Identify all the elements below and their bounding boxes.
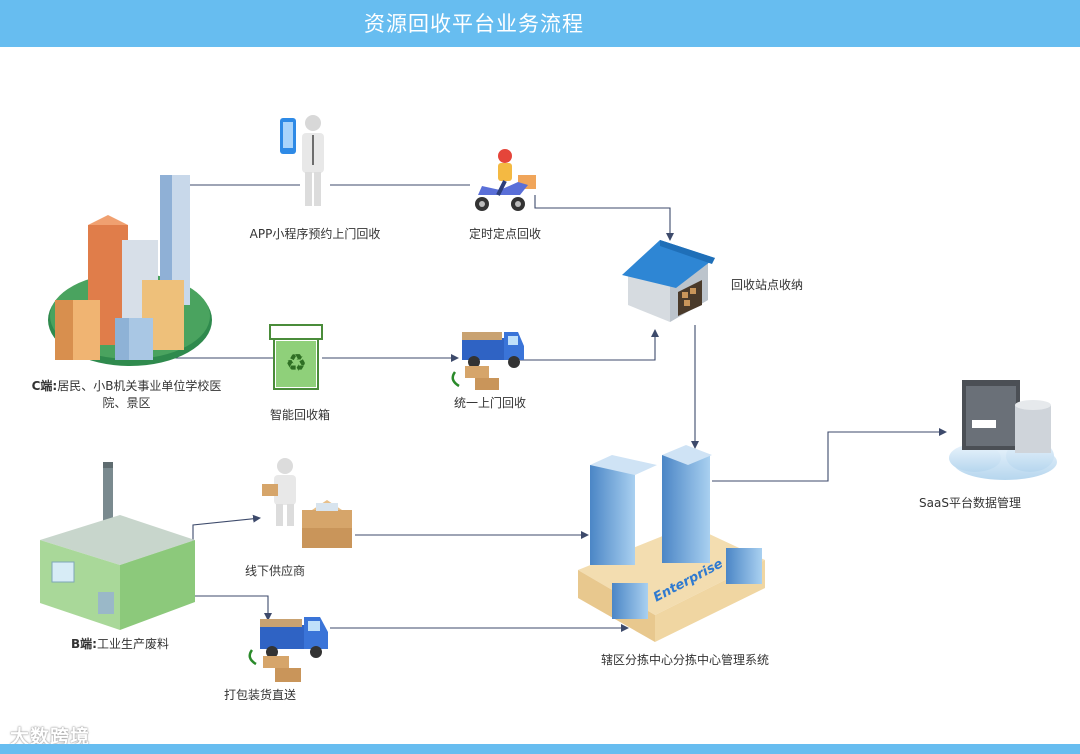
b-end-prefix: B端: (71, 637, 97, 651)
connector-center-to-saas (712, 428, 947, 482)
footer-bar (0, 744, 1080, 754)
b-end-text: 工业生产废料 (96, 637, 169, 651)
offline-label: 线下供应商 (244, 564, 305, 578)
connector-b-to-offline (192, 514, 261, 560)
recycle-bin-icon: ♻ (269, 324, 323, 390)
pack-label: 打包装货直送 (223, 688, 296, 702)
delivery-scooter-icon (475, 149, 536, 211)
warehouse-icon (622, 240, 715, 322)
smart-bin-label: 智能回收箱 (269, 408, 330, 422)
truck-with-boxes-icon (248, 617, 328, 682)
office-complex-icon (578, 445, 765, 642)
server-cloud-icon (949, 380, 1057, 480)
c-end-prefix: C端: (31, 379, 58, 393)
scheduled-label: 定时定点回收 (468, 227, 541, 241)
person-with-phone-icon (280, 115, 324, 206)
c-end-label: C端:居民、小B机关事业单位学校医院、景区 (24, 378, 229, 412)
app-label: APP小程序预约上门回收 (249, 227, 381, 241)
unified-label: 统一上门回收 (453, 396, 526, 410)
city-buildings-icon (48, 175, 212, 366)
person-with-boxes-icon (262, 458, 352, 548)
center-label: 辖区分拣中心分拣中心管理系统 (600, 653, 769, 667)
svg-text:♻: ♻ (285, 349, 307, 377)
c-end-text: 居民、小B机关事业单位学校医院、景区 (57, 379, 222, 410)
header-bar: 资源回收平台业务流程 (0, 0, 1080, 47)
connector-unified-to-station (520, 329, 659, 361)
b-end-label: B端:工业生产废料 (50, 636, 190, 653)
station-label: 回收站点收纳 (730, 278, 803, 292)
connectors (175, 184, 947, 632)
factory-icon (40, 462, 195, 630)
truck-with-boxes-icon (451, 332, 524, 390)
connector-scheduled-to-station (534, 195, 674, 241)
page-title: 资源回收平台业务流程 (364, 12, 584, 36)
watermark-logo: 大数跨境 (10, 726, 91, 748)
connector-b-to-pack (193, 595, 272, 621)
saas-label: SaaS平台数据管理 (919, 496, 1021, 510)
